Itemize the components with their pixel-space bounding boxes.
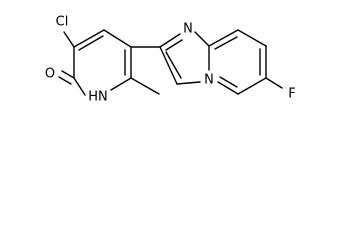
oxygen-label: O: [45, 67, 55, 82]
bond-c6-n1: [110, 77, 132, 91]
bridgehead-n-label: N: [204, 73, 214, 88]
bond-c3-c2: [159, 46, 178, 85]
bond-c8-c7: [237, 29, 267, 47]
bond-c2-n-imid: [159, 33, 181, 48]
pyridone-ring: [73, 29, 132, 96]
bond-c2-o-double-a: [61, 70, 75, 79]
chlorine-label: Cl: [56, 15, 69, 30]
bond-c3-c2-inner: [165, 51, 182, 79]
bond-c6-c5: [237, 77, 267, 95]
bond-n1-c2: [73, 77, 86, 96]
bond-c8a-c8: [208, 29, 239, 47]
bond-c6-methyl: [130, 77, 160, 95]
bond-c3-cl: [63, 31, 75, 48]
bond-c8a-c8-inner: [214, 36, 238, 50]
bond-c5-n4: [217, 81, 239, 95]
fluorine-label: F: [288, 87, 295, 102]
bond-c3-c4-inner: [78, 35, 104, 51]
bond-c5-n4-inner: [219, 76, 238, 88]
pyridine-ring: [208, 29, 267, 95]
bond-c2-n-imid-inner: [165, 39, 183, 51]
bond-c2-o-double-b: [58, 76, 72, 85]
imidazole-n-label: N: [183, 22, 193, 37]
bond-n-imid-c8a: [194, 31, 210, 47]
nh-label: HN: [88, 90, 108, 105]
bond-c6-f: [265, 77, 283, 89]
bond-c4-c5: [103, 29, 132, 48]
bond-c3-c4: [73, 29, 105, 48]
chemical-structure: Cl O HN N N F: [45, 15, 296, 105]
bond-n4-c3: [176, 81, 201, 85]
imidazole-ring: [159, 31, 210, 85]
